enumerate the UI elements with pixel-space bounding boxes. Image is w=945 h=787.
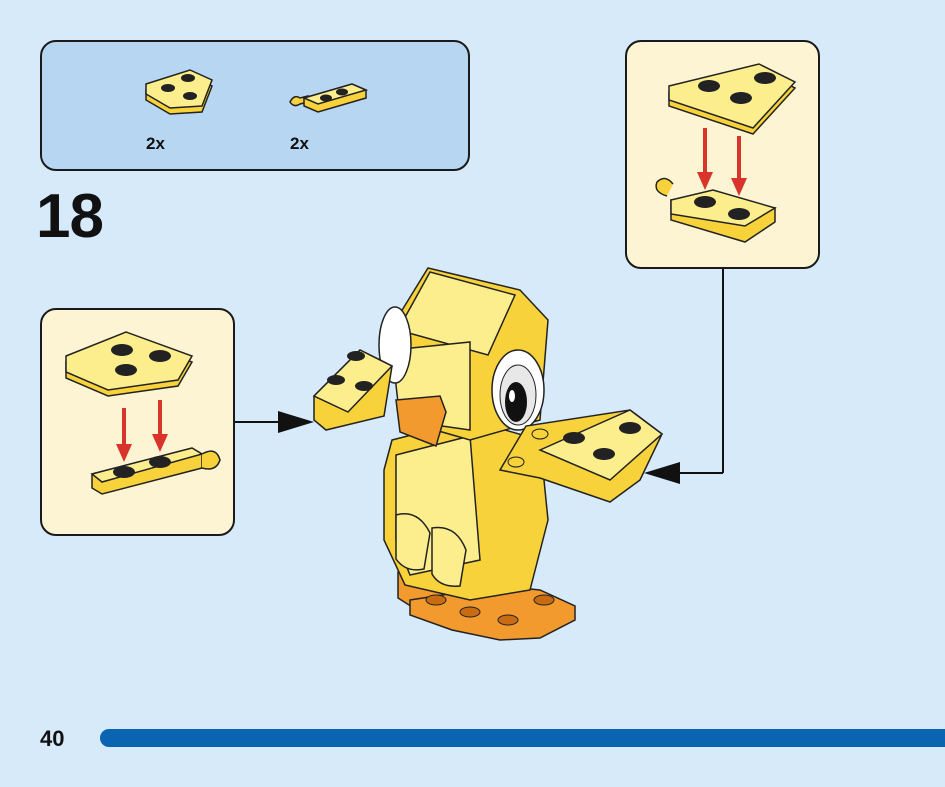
- chick-model-illustration: [312, 267, 664, 641]
- right-subassembly-callout: [625, 40, 820, 269]
- clip-plate-icon: [289, 83, 369, 113]
- left-subassembly-illustration: [65, 331, 221, 495]
- wedge-plate-icon: [145, 69, 213, 115]
- step-number: 18: [36, 182, 104, 251]
- parts-list-box: 2x 2x: [40, 40, 470, 171]
- arrow-icon: [235, 411, 314, 433]
- left-subassembly-callout: [40, 308, 235, 536]
- progress-bar: [100, 729, 945, 747]
- clip-plate-quantity: 2x: [290, 134, 309, 153]
- arrow-icon: [116, 400, 168, 462]
- wedge-plate-quantity: 2x: [146, 134, 165, 153]
- page-number: 40: [40, 726, 65, 751]
- arrow-icon: [697, 128, 747, 196]
- parts-list-illustrations: [145, 69, 369, 115]
- arrow-icon: [644, 269, 724, 484]
- right-subassembly-illustration: [655, 63, 797, 243]
